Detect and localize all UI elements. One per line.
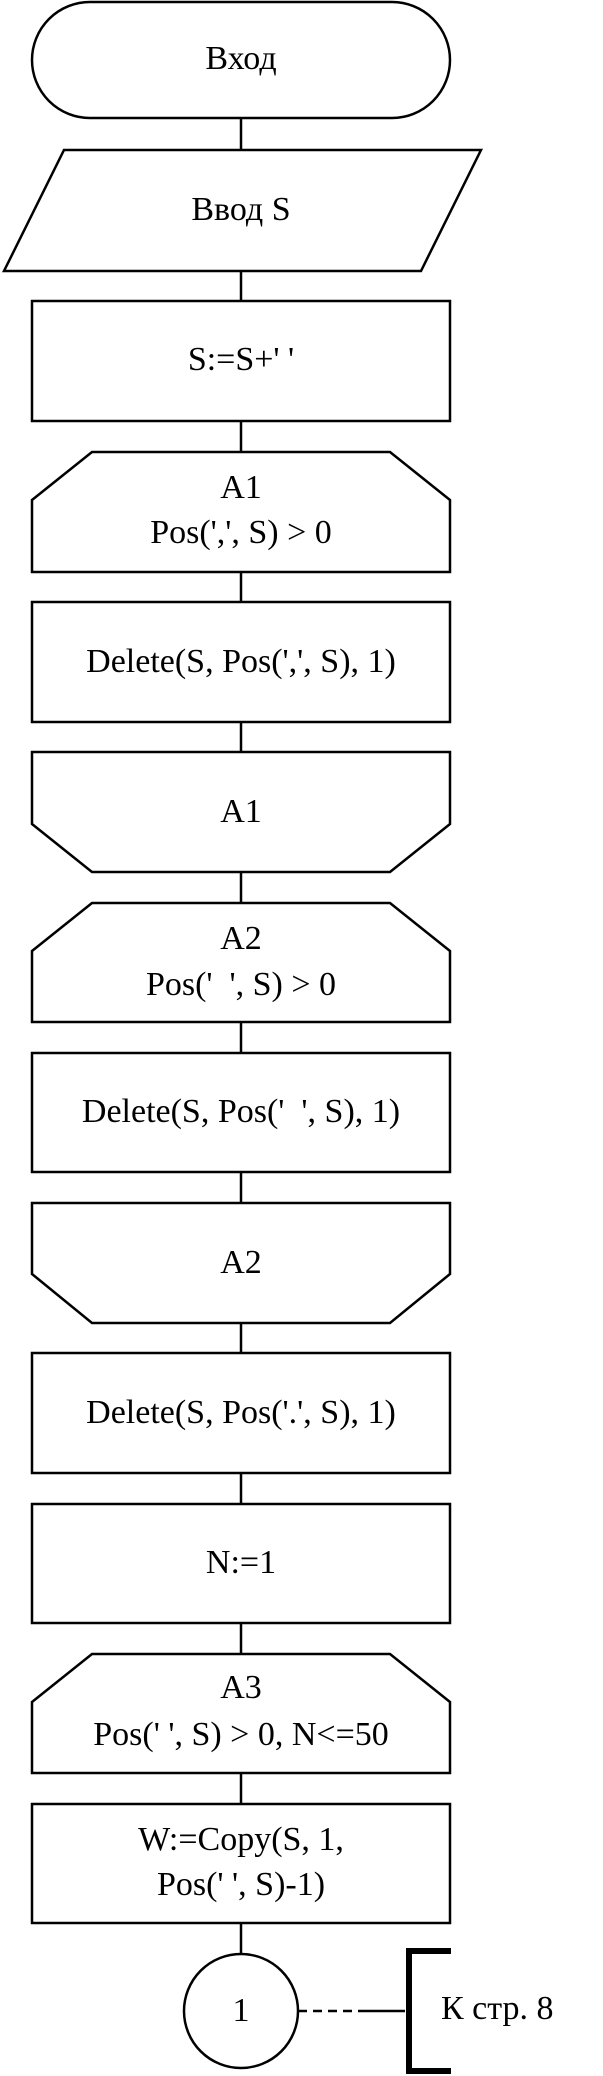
copy-word-line-1: W:=Copy(S, 1, — [138, 1821, 344, 1858]
page-connector: 1 — [182, 1952, 300, 2070]
process-copy-word: W:=Copy(S, 1, Pos(' ', S)-1) — [30, 1802, 452, 1925]
process-assign-n: N:=1 — [30, 1502, 452, 1625]
connector-label: 1 — [233, 1992, 250, 2029]
start-label: Вход — [205, 40, 276, 77]
loop-a1-end-label: A1 — [220, 793, 262, 830]
process-delete-double-space: Delete(S, Pos(' ', S), 1) — [30, 1051, 452, 1174]
loop-a2-begin: A2 Pos(' ', S) > 0 — [30, 901, 452, 1024]
loop-a1-end: A1 — [30, 750, 452, 874]
delete-comma-label: Delete(S, Pos(',', S), 1) — [86, 643, 396, 680]
loop-a1-begin: A1 Pos(',', S) > 0 — [30, 450, 452, 574]
loop-a2-condition: Pos(' ', S) > 0 — [146, 966, 336, 1003]
process-delete-comma: Delete(S, Pos(',', S), 1) — [30, 600, 452, 724]
loop-a2-end: A2 — [30, 1201, 452, 1325]
start-terminator: Вход — [30, 0, 452, 120]
input-block: Ввод S — [1, 148, 484, 273]
loop-a3-name: A3 — [220, 1669, 262, 1706]
input-label: Ввод S — [191, 191, 290, 228]
assign-space-label: S:=S+' ' — [188, 341, 294, 378]
loop-a1-condition: Pos(',', S) > 0 — [150, 514, 332, 551]
copy-word-line-2: Pos(' ', S)-1) — [157, 1866, 325, 1903]
assign-n-label: N:=1 — [206, 1544, 276, 1581]
page-reference-label: К стр. 8 — [441, 1990, 554, 2027]
comment-bracket — [406, 1948, 451, 2074]
page-reference-comment: К стр. 8 — [298, 1948, 554, 2074]
loop-a1-name: A1 — [220, 469, 262, 506]
delete-dot-label: Delete(S, Pos('.', S), 1) — [86, 1394, 396, 1431]
delete-double-space-label: Delete(S, Pos(' ', S), 1) — [82, 1093, 400, 1130]
process-assign-space: S:=S+' ' — [30, 299, 452, 423]
loop-a3-begin: A3 Pos(' ', S) > 0, N<=50 — [30, 1652, 452, 1775]
loop-a2-name: A2 — [220, 920, 262, 957]
loop-a3-condition: Pos(' ', S) > 0, N<=50 — [93, 1716, 389, 1753]
loop-a2-end-label: A2 — [220, 1244, 262, 1281]
process-delete-dot: Delete(S, Pos('.', S), 1) — [30, 1351, 452, 1475]
